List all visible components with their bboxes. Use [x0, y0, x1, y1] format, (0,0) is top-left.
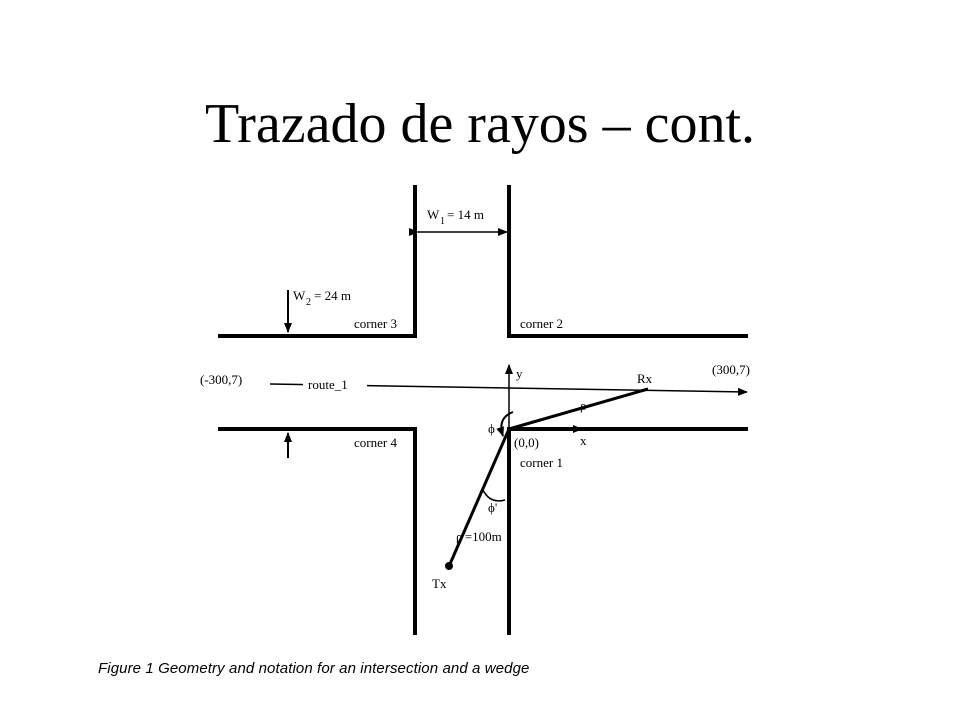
route-label: route_1 [308, 377, 348, 392]
ray-rx [508, 387, 649, 431]
rho-prime-label: ρ'=100m [456, 529, 502, 544]
route-start-label: (-300,7) [200, 372, 242, 387]
ray-tx [448, 428, 511, 565]
phi-arc [496, 411, 514, 437]
tx-point [445, 562, 453, 570]
phi-label: ϕ [488, 421, 495, 436]
w1-symbol: W [427, 207, 440, 222]
wall-corner-3 [218, 185, 417, 338]
street-walls [218, 185, 748, 635]
w2-subscript: 2 [306, 297, 311, 308]
corner-2-label: corner 2 [520, 316, 563, 331]
phi-prime-label: ϕ' [488, 500, 497, 515]
w1-value: = 14 m [447, 207, 484, 222]
wall-corner-2 [507, 185, 748, 338]
corner-4-label: corner 4 [354, 435, 397, 450]
tx-label: Tx [432, 576, 447, 591]
slide-title: Trazado de rayos – cont. [204, 93, 756, 155]
phi-prime-arc [482, 489, 506, 502]
route-end-label: (300,7) [712, 362, 750, 377]
w1-subscript: 1 [440, 216, 445, 227]
route-label-background [303, 375, 367, 391]
figure-caption: Figure 1 Geometry and notation for an in… [98, 660, 530, 677]
corner-3-label: corner 3 [354, 316, 397, 331]
w2-value: = 24 m [314, 288, 351, 303]
origin-label: (0,0) [514, 435, 539, 450]
rx-label: Rx [637, 371, 653, 386]
corner-1-label: corner 1 [520, 455, 563, 470]
wall-corner-4 [218, 427, 417, 635]
x-axis-label: x [580, 433, 587, 448]
rho-label: ρ [580, 398, 587, 413]
y-axis-label: y [516, 366, 523, 381]
w2-symbol: W [293, 288, 306, 303]
